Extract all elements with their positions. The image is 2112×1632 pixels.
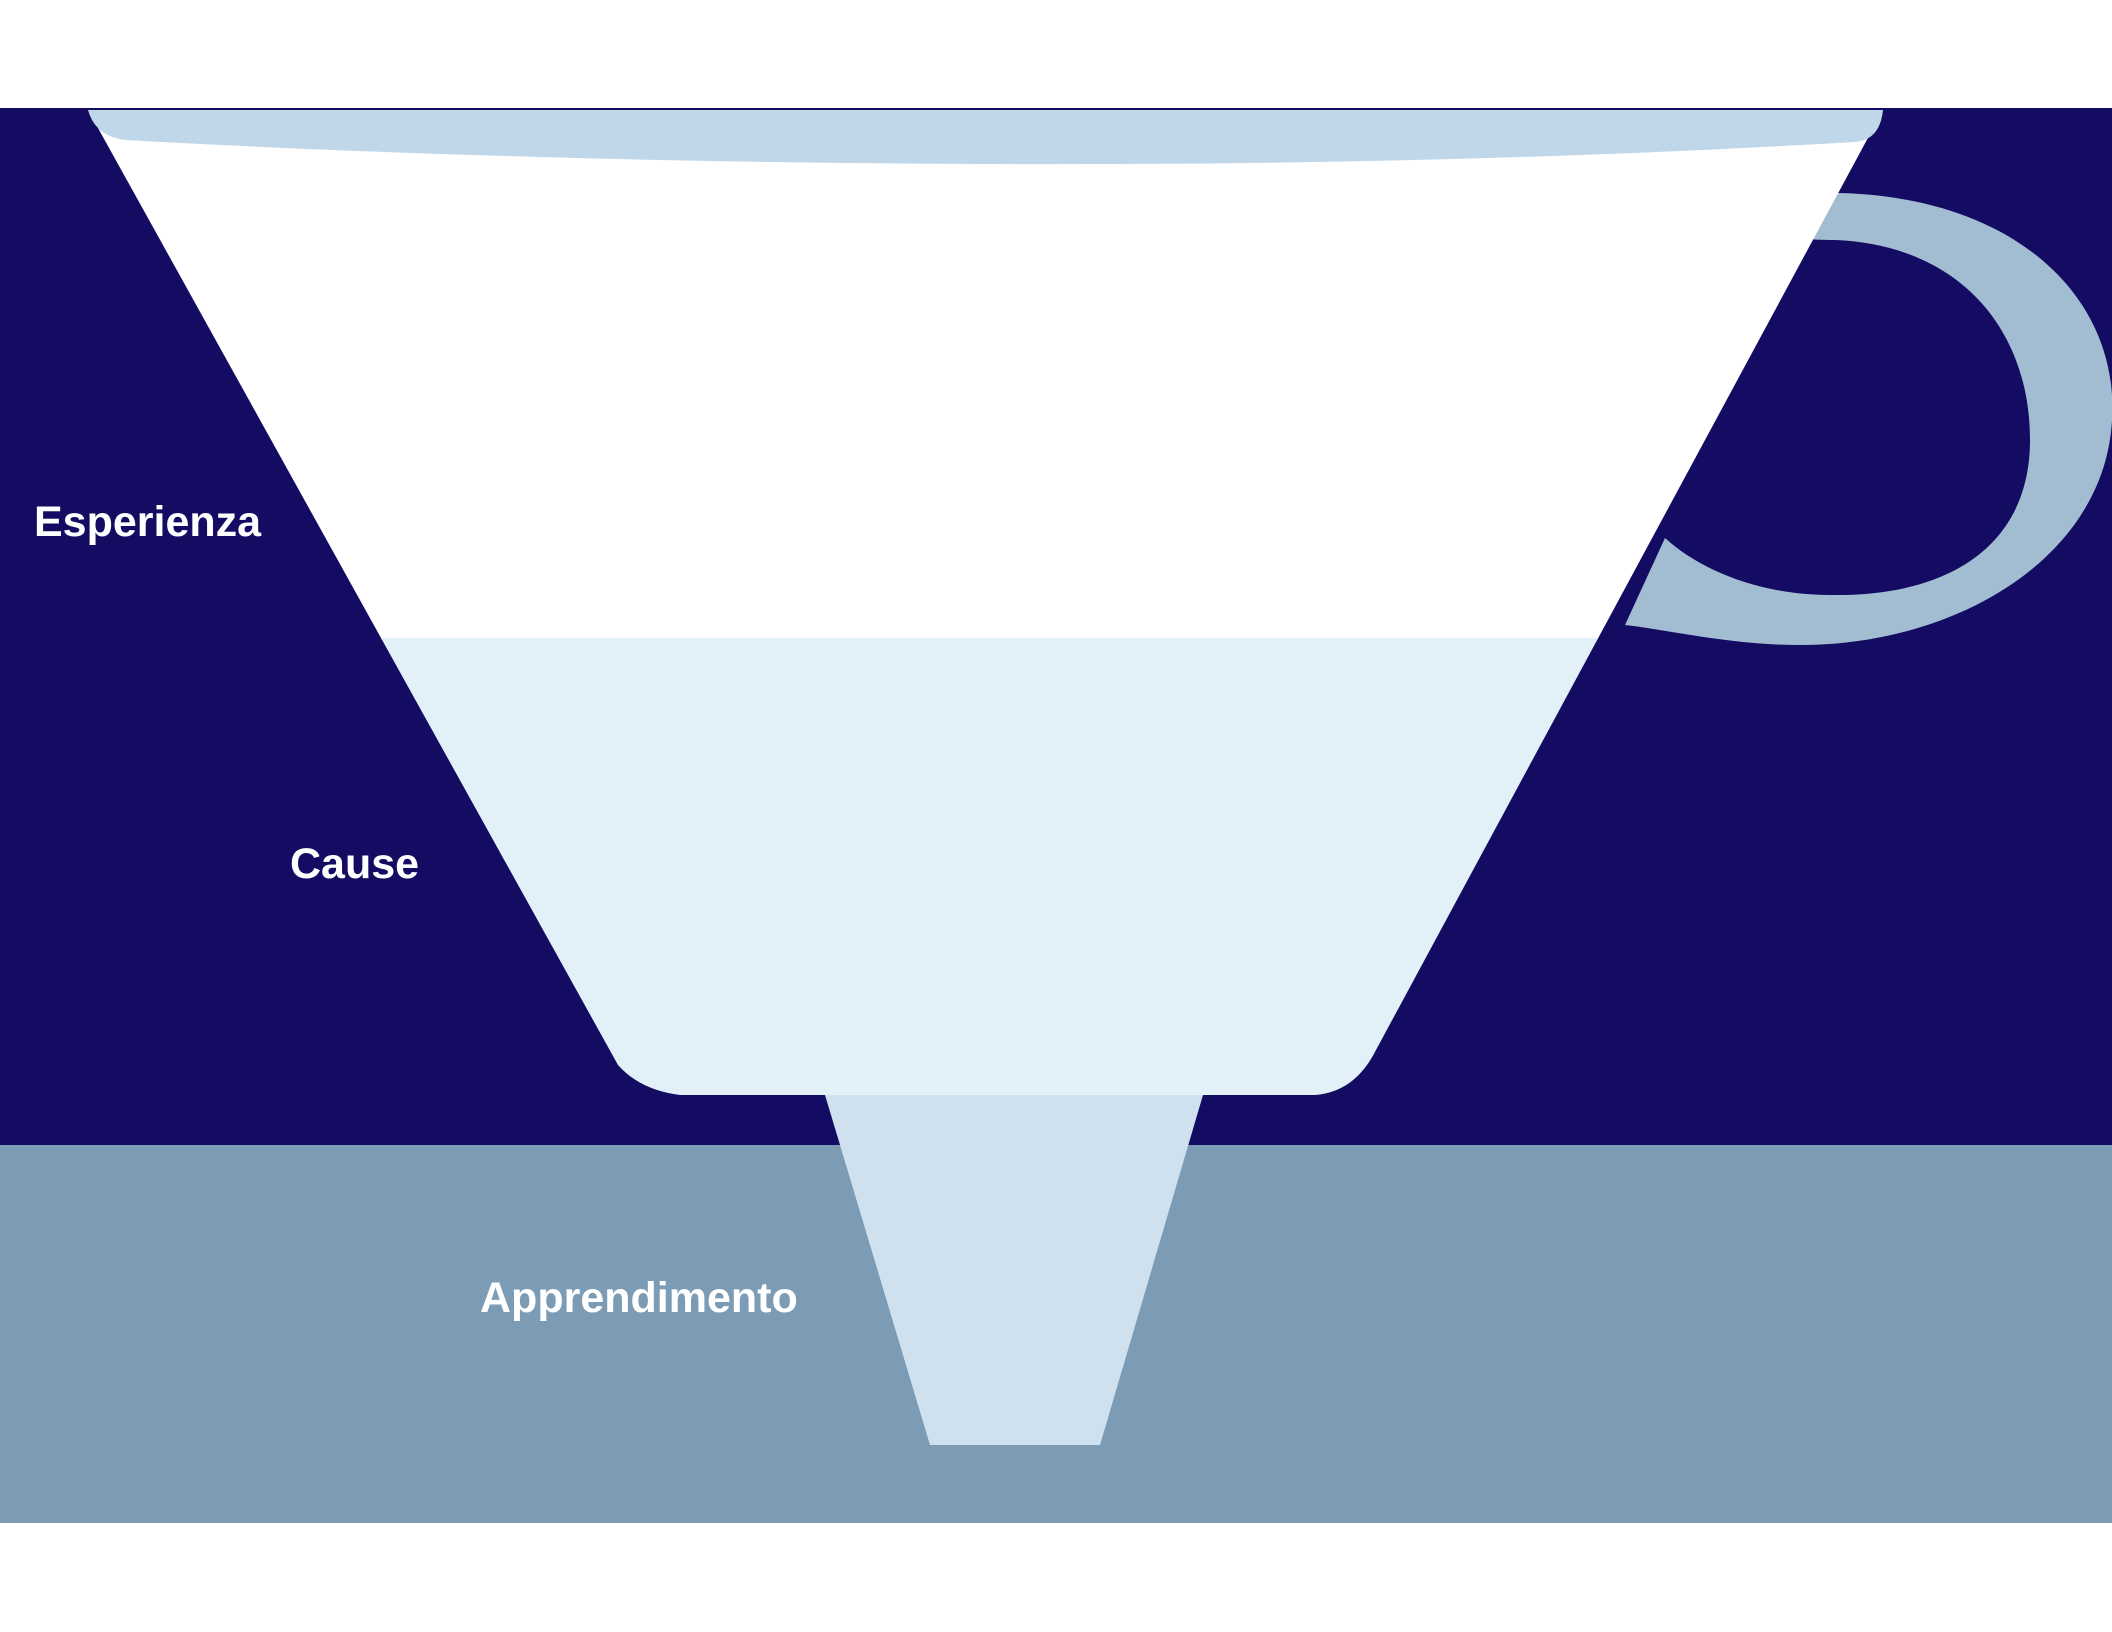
stage-label-esperienza: Esperienza (34, 498, 262, 546)
stage-label-apprendimento: Apprendimento (480, 1274, 798, 1322)
stage-label-cause: Cause (290, 840, 419, 888)
